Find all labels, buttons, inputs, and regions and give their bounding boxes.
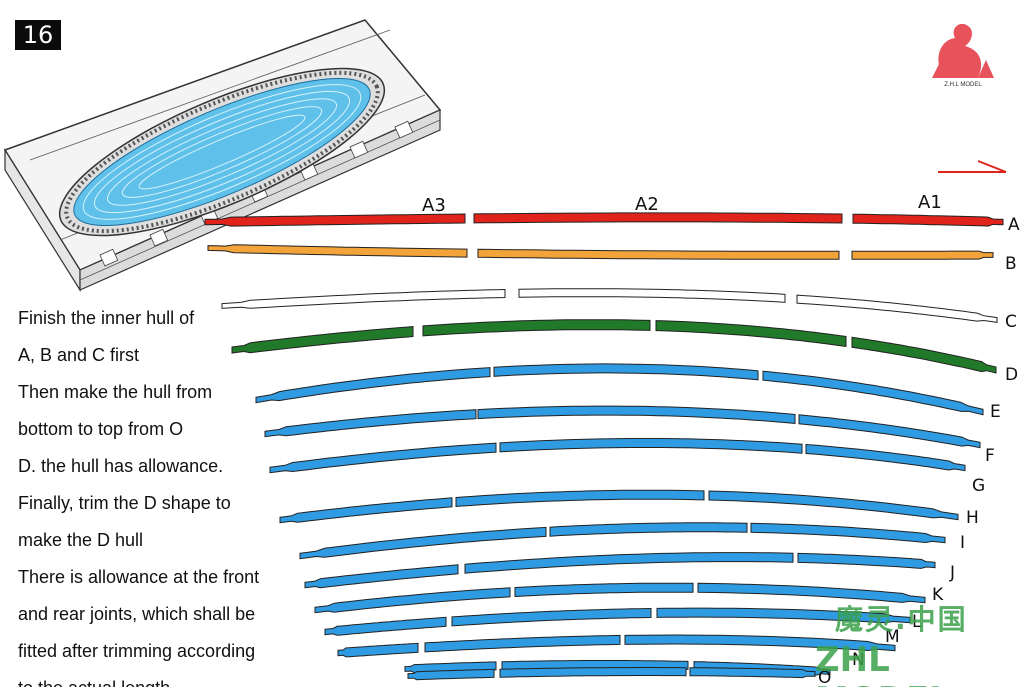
plank-l-segment xyxy=(324,616,447,636)
instruction-line: Then make the hull from xyxy=(18,382,213,402)
plank-d-segment xyxy=(231,326,414,354)
plank-label-g: G xyxy=(972,476,985,496)
plank-j-segment xyxy=(464,552,794,574)
plank-i-segment xyxy=(299,526,547,560)
plank-a-segment xyxy=(204,213,466,227)
plank-o-segment xyxy=(689,667,816,679)
plank-k-segment xyxy=(314,587,511,614)
plank-d-segment xyxy=(851,336,997,374)
section-label-a2: A2 xyxy=(635,194,659,215)
plank-m-segment xyxy=(337,642,419,658)
logo-caption: Z.H.L MODEL xyxy=(944,82,982,88)
step-number-badge: 16 xyxy=(15,20,61,50)
hull-jig-illustration xyxy=(3,19,442,293)
plank-h-segment xyxy=(455,489,705,508)
instruction-line: to the actual length xyxy=(18,670,318,687)
instruction-text: Finish the inner hull of A, B and C firs… xyxy=(18,300,318,687)
plank-f-segment xyxy=(798,414,981,449)
plank-label-i: I xyxy=(960,533,965,553)
plank-label-n: N xyxy=(852,650,865,670)
plank-j-segment xyxy=(797,552,936,569)
plank-b-segment xyxy=(851,250,994,260)
plank-e-segment xyxy=(493,363,759,381)
plank-k-segment xyxy=(697,582,926,604)
plank-label-d: D xyxy=(1005,365,1018,385)
plank-label-e: E xyxy=(990,402,1001,422)
plank-c-segment xyxy=(796,294,998,323)
plank-m-segment xyxy=(624,634,896,652)
plank-i-segment xyxy=(750,522,946,544)
plank-f-segment xyxy=(477,405,796,424)
plank-j-segment xyxy=(304,564,459,589)
plank-f-segment xyxy=(264,409,477,438)
plank-b-segment xyxy=(207,244,468,258)
plank-label-c: C xyxy=(1005,312,1017,332)
plank-o-segment xyxy=(407,668,495,681)
section-label-a3: A3 xyxy=(422,195,446,216)
planks xyxy=(204,212,1004,681)
plank-label-a: A xyxy=(1008,215,1020,235)
instruction-line: fitted after trimming according xyxy=(18,641,256,661)
instruction-line: There is allowance at the front xyxy=(18,567,260,587)
plank-h-segment xyxy=(708,490,959,521)
plank-a-segment xyxy=(852,213,1004,227)
plank-l-segment xyxy=(451,607,652,627)
plank-label-l: L xyxy=(912,612,922,632)
plank-l-segment xyxy=(656,607,911,624)
plank-c-segment xyxy=(518,288,786,303)
plank-label-j: J xyxy=(949,563,955,583)
instruction-line: A, B and C first xyxy=(18,345,140,365)
plank-e-segment xyxy=(762,370,984,416)
plank-i-segment xyxy=(549,522,748,537)
plank-g-segment xyxy=(499,438,803,454)
plank-g-segment xyxy=(805,443,966,472)
instruction-line: make the D hull xyxy=(18,530,144,550)
watermark-chinese: 魔灵.中国 xyxy=(835,603,968,636)
plank-label-m: M xyxy=(885,627,900,647)
plank-label-h: H xyxy=(966,508,979,528)
plank-label-o: O xyxy=(818,668,831,687)
plank-c-segment xyxy=(221,288,506,309)
plank-label-b: B xyxy=(1005,254,1017,274)
plank-g-segment xyxy=(269,442,497,474)
instruction-line: bottom to top from O xyxy=(18,419,184,439)
plank-label-f: F xyxy=(985,446,995,466)
direction-arrow-icon xyxy=(938,160,1007,173)
section-label-a1: A1 xyxy=(918,192,942,213)
plank-h-segment xyxy=(279,497,453,524)
instruction-line: Finally, trim the D shape to xyxy=(18,493,231,513)
plank-o-segment xyxy=(499,667,687,678)
plank-label-k: K xyxy=(932,585,944,605)
plank-d-segment xyxy=(422,319,651,337)
instruction-line: and rear joints, which shall be xyxy=(18,604,256,624)
plank-a-segment xyxy=(473,212,843,224)
watermark-english: ZHL MODEL xyxy=(815,640,951,687)
plank-d-segment xyxy=(655,320,847,347)
instruction-line: D. the hull has allowance. xyxy=(18,456,224,476)
plank-b-segment xyxy=(477,248,840,260)
plank-e-segment xyxy=(255,367,491,404)
plank-k-segment xyxy=(514,582,694,598)
zhl-logo: Z.H.L MODEL xyxy=(932,23,994,88)
plank-m-segment xyxy=(424,634,621,653)
instruction-line: Finish the inner hull of xyxy=(18,308,195,328)
